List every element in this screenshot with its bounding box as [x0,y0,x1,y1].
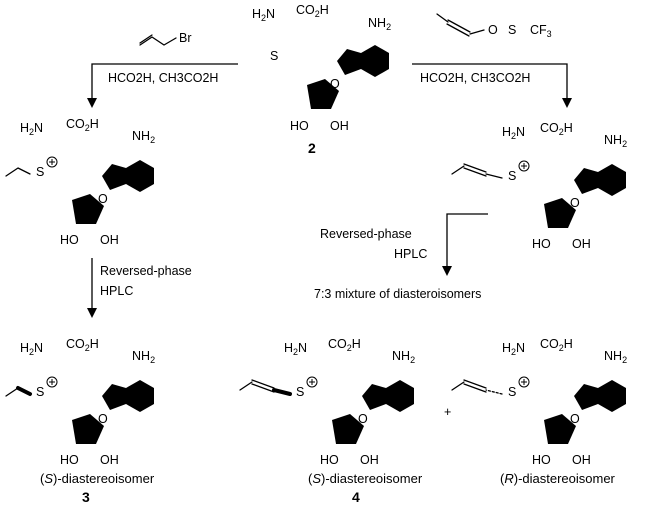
butynyl-triflate-structure [436,13,485,37]
sulfonium-label: S [36,165,44,179]
allyl-sulfonium-structure [5,112,154,238]
ho-label: HO [320,453,339,467]
nh2-label: NH2 [132,349,155,365]
right-reaction-arrow [412,63,572,108]
acid-label: CO2H [540,121,573,137]
compound-3-structure [5,332,154,458]
compound-4-number: 4 [352,489,360,505]
nh2-label: NH2 [392,349,415,365]
sulfur-label: S [270,49,278,63]
ring-oxygen-label: O [570,196,580,210]
nh2-label: NH2 [132,129,155,145]
compound-2-number: 2 [308,140,316,156]
left-hplc-line2: HPLC [100,284,133,298]
sulfonium-label: S [508,385,516,399]
oh-label: OH [100,453,119,467]
ho-label: HO [290,119,309,133]
nh2-label: NH2 [604,349,627,365]
right-hplc-line1: Reversed-phase [320,227,412,241]
acid-label: CO2H [328,337,361,353]
left-hplc-arrow [87,258,97,318]
oh-label: OH [572,237,591,251]
amine-label: H2N [252,7,275,23]
sulfonium-charges [46,156,530,388]
compound-3-number: 3 [82,489,90,505]
compound-3-caption: (S)-diastereoisomer [40,471,155,486]
ho-label: HO [60,453,79,467]
right-hplc-line2: HPLC [394,247,427,261]
r-diastereoisomer-labels: H2N CO2H NH2 S O HO OH (R)-diastereoisom… [500,337,627,486]
r-diastereoisomer-structure [451,332,626,458]
butynyl-sulfonium-labels: H2N CO2H NH2 S O HO OH [502,121,627,251]
ring-oxygen-label: O [358,412,368,426]
oh-label: OH [330,119,349,133]
acid-label: CO2H [66,337,99,353]
amine-label: H2N [284,341,307,357]
oh-label: OH [360,453,379,467]
bromide-label: Br [179,31,192,45]
mixture-caption: 7:3 mixture of diasteroisomers [314,287,481,301]
amine-label: H2N [502,341,525,357]
right-conditions: HCO2H, CH3CO2H [420,71,530,85]
ring-oxygen-label: O [98,192,108,206]
ring-oxygen-label: O [570,412,580,426]
compound-4-labels: H2N CO2H NH2 S O HO OH (S)-diastereoisom… [284,337,423,505]
nh2-label: NH2 [604,133,627,149]
ho-label: HO [60,233,79,247]
acid-label: CO2H [66,117,99,133]
sulfonium-label: S [296,385,304,399]
amine-label: H2N [502,125,525,141]
compound-4-caption: (S)-diastereoisomer [308,471,423,486]
nh2-label: NH2 [368,16,391,32]
sulfonium-label: S [36,385,44,399]
compound-3-labels: H2N CO2H NH2 S O HO OH (S)-diastereoisom… [20,337,155,505]
plus-sign: + [444,405,451,419]
ring-oxygen-label: O [98,412,108,426]
r-diastereoisomer-caption: (R)-diastereoisomer [500,471,616,486]
butynyl-sulfonium-structure [451,116,626,242]
amine-label: H2N [20,341,43,357]
oh-label: OH [572,453,591,467]
allyl-sulfonium-labels: H2N CO2H NH2 S O HO OH [20,117,155,247]
compound-2-labels: H2N CO2H NH2 S O HO OH 2 [252,3,391,156]
ho-label: HO [532,453,551,467]
left-conditions: HCO2H, CH3CO2H [108,71,218,85]
oh-label: OH [100,233,119,247]
ring-oxygen-label: O [330,77,340,91]
right-hplc-arrow [442,213,488,276]
allyl-bromide-structure [139,34,177,46]
amine-label: H2N [20,121,43,137]
left-hplc-line1: Reversed-phase [100,264,192,278]
acid-label: CO2H [296,3,329,19]
compound-4-structure [239,332,414,458]
sulfonium-label: S [508,169,516,183]
triflate-sulfur-label: S [508,23,516,37]
triflate-cf3-label: CF3 [530,23,552,39]
ho-label: HO [532,237,551,251]
triflate-oxygen-label: O [488,23,498,37]
left-reaction-arrow [87,63,238,108]
acid-label: CO2H [540,337,573,353]
